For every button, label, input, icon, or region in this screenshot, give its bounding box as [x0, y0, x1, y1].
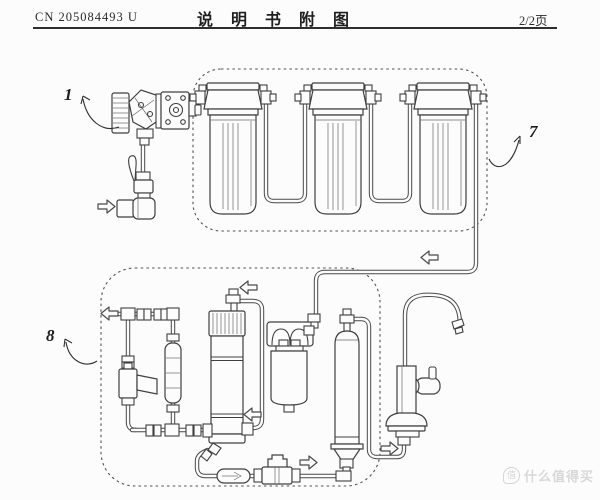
ro-membrane-housing — [200, 288, 254, 462]
watermark: 值 什么值得买 — [503, 466, 594, 485]
solenoid-valve — [253, 454, 301, 485]
watermark-logo-icon: 值 — [503, 467, 520, 484]
feed-ball-valve — [116, 155, 156, 220]
inline-capsule-filter — [164, 333, 182, 413]
inlet-valve-assembly — [111, 89, 202, 146]
flow-arrow-right-icon — [97, 199, 116, 214]
flow-arrow-left-icon — [100, 306, 119, 321]
page-title: 说 明 书 附 图 — [197, 12, 357, 29]
filter-housing-2 — [294, 82, 382, 215]
post-carbon-filter — [330, 308, 364, 482]
ref-label-7: 7 — [488, 122, 539, 168]
label-7: 7 — [529, 122, 539, 141]
watermark-text: 什么值得买 — [524, 469, 595, 484]
filter-housing-1 — [189, 82, 277, 215]
faucet — [385, 318, 465, 446]
bottom-manifold — [145, 423, 202, 437]
booster-pump — [266, 313, 321, 413]
waste-branch-valve — [118, 307, 180, 406]
page-indicator: 2/2页 — [519, 14, 548, 28]
flow-arrow-left-icon — [243, 407, 262, 422]
flow-arrow-left-icon — [239, 280, 258, 295]
flow-arrow-right-icon — [380, 441, 399, 456]
label-1: 1 — [64, 85, 73, 104]
ref-label-8: 8 — [46, 326, 98, 365]
patent-number: CN 205084493 U — [35, 10, 138, 24]
flow-arrow-right-icon — [299, 455, 318, 470]
header-rule — [33, 27, 557, 29]
ref-label-1: 1 — [64, 85, 120, 129]
flow-restrictor — [216, 468, 251, 484]
label-8: 8 — [46, 326, 55, 345]
flow-arrow-left-icon — [420, 250, 439, 265]
filter-housing-3 — [399, 82, 487, 215]
